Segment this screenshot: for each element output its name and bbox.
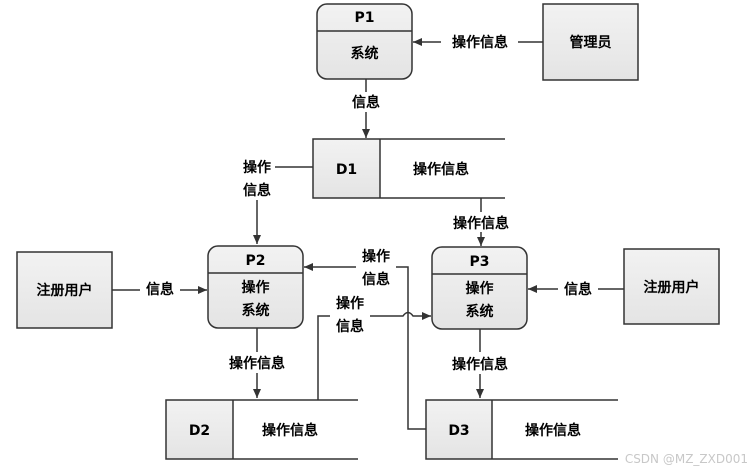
flow-d1-p2-label-line2: 信息 (243, 182, 271, 199)
store-d3-id: D3 (448, 423, 469, 439)
watermark: CSDN @MZ_ZXD001 (625, 452, 748, 466)
store-d1: D1 操作信息 (312, 138, 505, 199)
flow-d2-p3-arrow (370, 311, 431, 320)
flow-d3-p2-label-line2: 信息 (362, 271, 390, 288)
entity-user-right-label: 注册用户 (644, 279, 700, 296)
process-p2-name-line1: 操作 (242, 279, 270, 296)
store-d1-name: 操作信息 (413, 161, 469, 178)
flow-d3-p2-line (396, 266, 426, 430)
store-d1-id: D1 (336, 162, 357, 178)
flow-p3-d3-label: 操作信息 (452, 356, 508, 373)
store-d2: D2 操作信息 (165, 399, 358, 460)
process-p3-id: P3 (469, 254, 489, 270)
flow-p2-d2-label: 操作信息 (229, 355, 285, 372)
entity-admin: 管理员 (542, 3, 639, 81)
process-p1: P1 系统 (316, 3, 413, 80)
process-p2: P2 操作 系统 (207, 245, 304, 329)
flow-d2-p3-label-line2: 信息 (336, 318, 364, 335)
process-p3-name-line2: 系统 (466, 303, 494, 320)
flow-d1-p2-label-line1: 操作 (243, 159, 271, 176)
store-d3: D3 操作信息 (425, 399, 618, 460)
process-p1-id: P1 (354, 10, 374, 26)
store-d3-name: 操作信息 (525, 422, 581, 439)
process-p3-name-line1: 操作 (466, 280, 494, 297)
store-d2-id: D2 (189, 423, 210, 439)
flow-d2-p3-line (317, 315, 330, 400)
process-p2-name-line2: 系统 (242, 302, 270, 319)
flow-d3-p2-label-line1: 操作 (362, 248, 390, 265)
flow-d2-p3-label-line1: 操作 (336, 295, 364, 312)
flow-admin-p1-label: 操作信息 (452, 34, 508, 51)
store-d2-name: 操作信息 (262, 422, 318, 439)
entity-admin-label: 管理员 (570, 34, 612, 51)
flow-d1-p3-label: 操作信息 (453, 215, 509, 232)
flow-p1-d1-label: 信息 (352, 94, 380, 111)
entity-user-left: 注册用户 (16, 251, 113, 329)
process-p3: P3 操作 系统 (431, 246, 528, 330)
entity-user-right: 注册用户 (623, 248, 720, 325)
flow-user-p2-label: 信息 (146, 281, 174, 298)
entity-user-left-label: 注册用户 (37, 282, 93, 299)
process-p2-id: P2 (245, 253, 265, 269)
flow-user-p3-label: 信息 (564, 281, 592, 298)
process-p1-name: 系统 (351, 45, 379, 62)
